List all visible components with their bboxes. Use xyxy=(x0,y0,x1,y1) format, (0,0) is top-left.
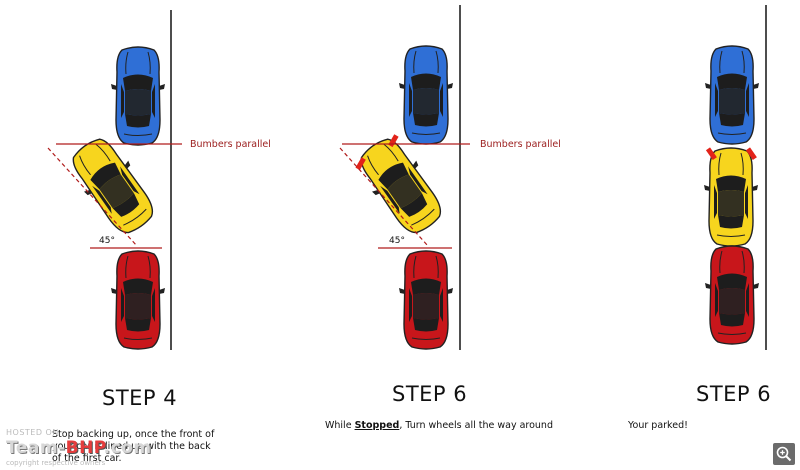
yellow-car-step4 xyxy=(62,129,164,243)
watermark-logo: Team-BHP.com xyxy=(6,438,152,458)
angle-label-step6: 45° xyxy=(389,236,405,246)
red-car-step4 xyxy=(110,250,166,350)
yellow-car-final xyxy=(703,147,759,247)
zoom-button[interactable] xyxy=(773,443,795,465)
red-car-step6 xyxy=(398,250,454,350)
angle-guide-line-step4 xyxy=(47,147,138,247)
step4-caption: Stop backing up, once the front of your … xyxy=(52,429,215,464)
blue-car-step4 xyxy=(110,46,166,146)
bumpers-parallel-label-step4: Bumbers parallel xyxy=(190,139,271,150)
step-title-6: STEP 6 xyxy=(392,382,468,406)
blue-car-step6 xyxy=(398,45,454,145)
step-title-4: STEP 4 xyxy=(102,386,178,410)
blue-car-final xyxy=(704,45,760,145)
angle-guide-line-step6 xyxy=(339,147,429,247)
bumpers-parallel-label-step6: Bumbers parallel xyxy=(480,139,561,150)
stopped-emphasis: Stopped xyxy=(354,420,400,431)
magnifier-plus-icon xyxy=(776,446,792,462)
watermark-hosted-text: HOSTED ON : xyxy=(6,428,66,437)
watermark-copyright: copyright respective owners xyxy=(6,459,106,467)
step-title-6-final: STEP 6 xyxy=(696,382,772,406)
step6-caption: While Stopped, Turn wheels all the way a… xyxy=(325,420,553,431)
final-caption: Your parked! xyxy=(628,420,688,431)
red-car-final xyxy=(704,245,760,345)
yellow-car-step6 xyxy=(350,129,452,243)
angle-label-step4: 45° xyxy=(99,236,115,246)
team-bhp-watermark: HOSTED ON : Team-BHP.com copyright respe… xyxy=(6,428,206,467)
